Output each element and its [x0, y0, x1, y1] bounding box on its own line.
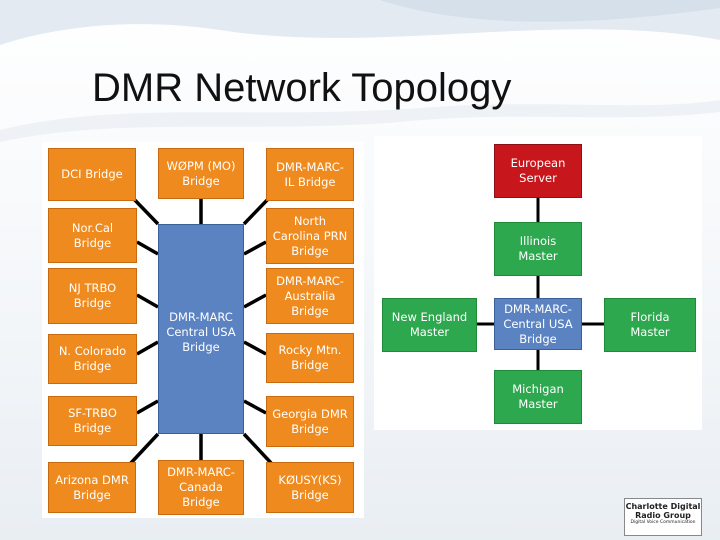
box-central-usa-bridge: DMR-MARC Central USA Bridge: [158, 224, 244, 434]
charlotte-digital-radio-group-logo: Charlotte Digital Radio Group Digital Vo…: [624, 498, 702, 536]
box-nj-trbo-bridge: NJ TRBO Bridge: [48, 268, 137, 324]
box-dci-bridge: DCI Bridge: [48, 148, 136, 201]
box-norcal-bridge: Nor.Cal Bridge: [48, 208, 137, 263]
box-canada-bridge: DMR-MARC- Canada Bridge: [158, 460, 244, 515]
box-rocky-mtn-bridge: Rocky Mtn. Bridge: [266, 333, 354, 383]
left-topology-diagram: DCI Bridge WØPM (MO) Bridge DMR-MARC- IL…: [42, 142, 364, 518]
box-k0usy-bridge: KØUSY(KS) Bridge: [266, 462, 354, 513]
box-florida-master: Florida Master: [604, 298, 696, 352]
box-michigan-master: Michigan Master: [494, 370, 582, 424]
right-topology-diagram: European Server Illinois Master New Engl…: [374, 136, 702, 430]
box-new-england-master: New England Master: [382, 298, 477, 352]
link-georgia: [243, 399, 267, 415]
box-colorado-bridge: N. Colorado Bridge: [48, 334, 137, 384]
box-european-server: European Server: [494, 144, 582, 198]
logo-tagline: Digital Voice Communication: [630, 520, 696, 525]
box-australia-bridge: DMR-MARC- Australia Bridge: [266, 268, 354, 324]
link-nj: [136, 293, 159, 309]
box-arizona-bridge: Arizona DMR Bridge: [48, 462, 136, 513]
link-k0usy: [242, 432, 274, 466]
slide-title: DMR Network Topology: [92, 66, 512, 110]
link-australia: [243, 293, 267, 309]
logo-line-2: Radio Group: [635, 511, 691, 520]
box-w0pm-bridge: WØPM (MO) Bridge: [158, 148, 244, 199]
link-norcal: [136, 240, 159, 256]
logo-line-1: Charlotte Digital: [625, 502, 701, 511]
box-central-usa-hub: DMR-MARC- Central USA Bridge: [494, 298, 582, 350]
right-diagram-links: [477, 198, 604, 370]
link-sf: [136, 399, 159, 415]
box-illinois-master: Illinois Master: [494, 222, 582, 276]
link-nc-prn: [243, 240, 267, 256]
box-nc-prn-bridge: North Carolina PRN Bridge: [266, 208, 354, 264]
link-arizona: [128, 432, 160, 466]
box-il-bridge: DMR-MARC- IL Bridge: [266, 148, 354, 201]
link-rocky: [243, 340, 267, 356]
link-colorado: [136, 340, 159, 356]
box-georgia-bridge: Georgia DMR Bridge: [266, 396, 354, 447]
box-sf-trbo-bridge: SF-TRBO Bridge: [48, 396, 137, 446]
